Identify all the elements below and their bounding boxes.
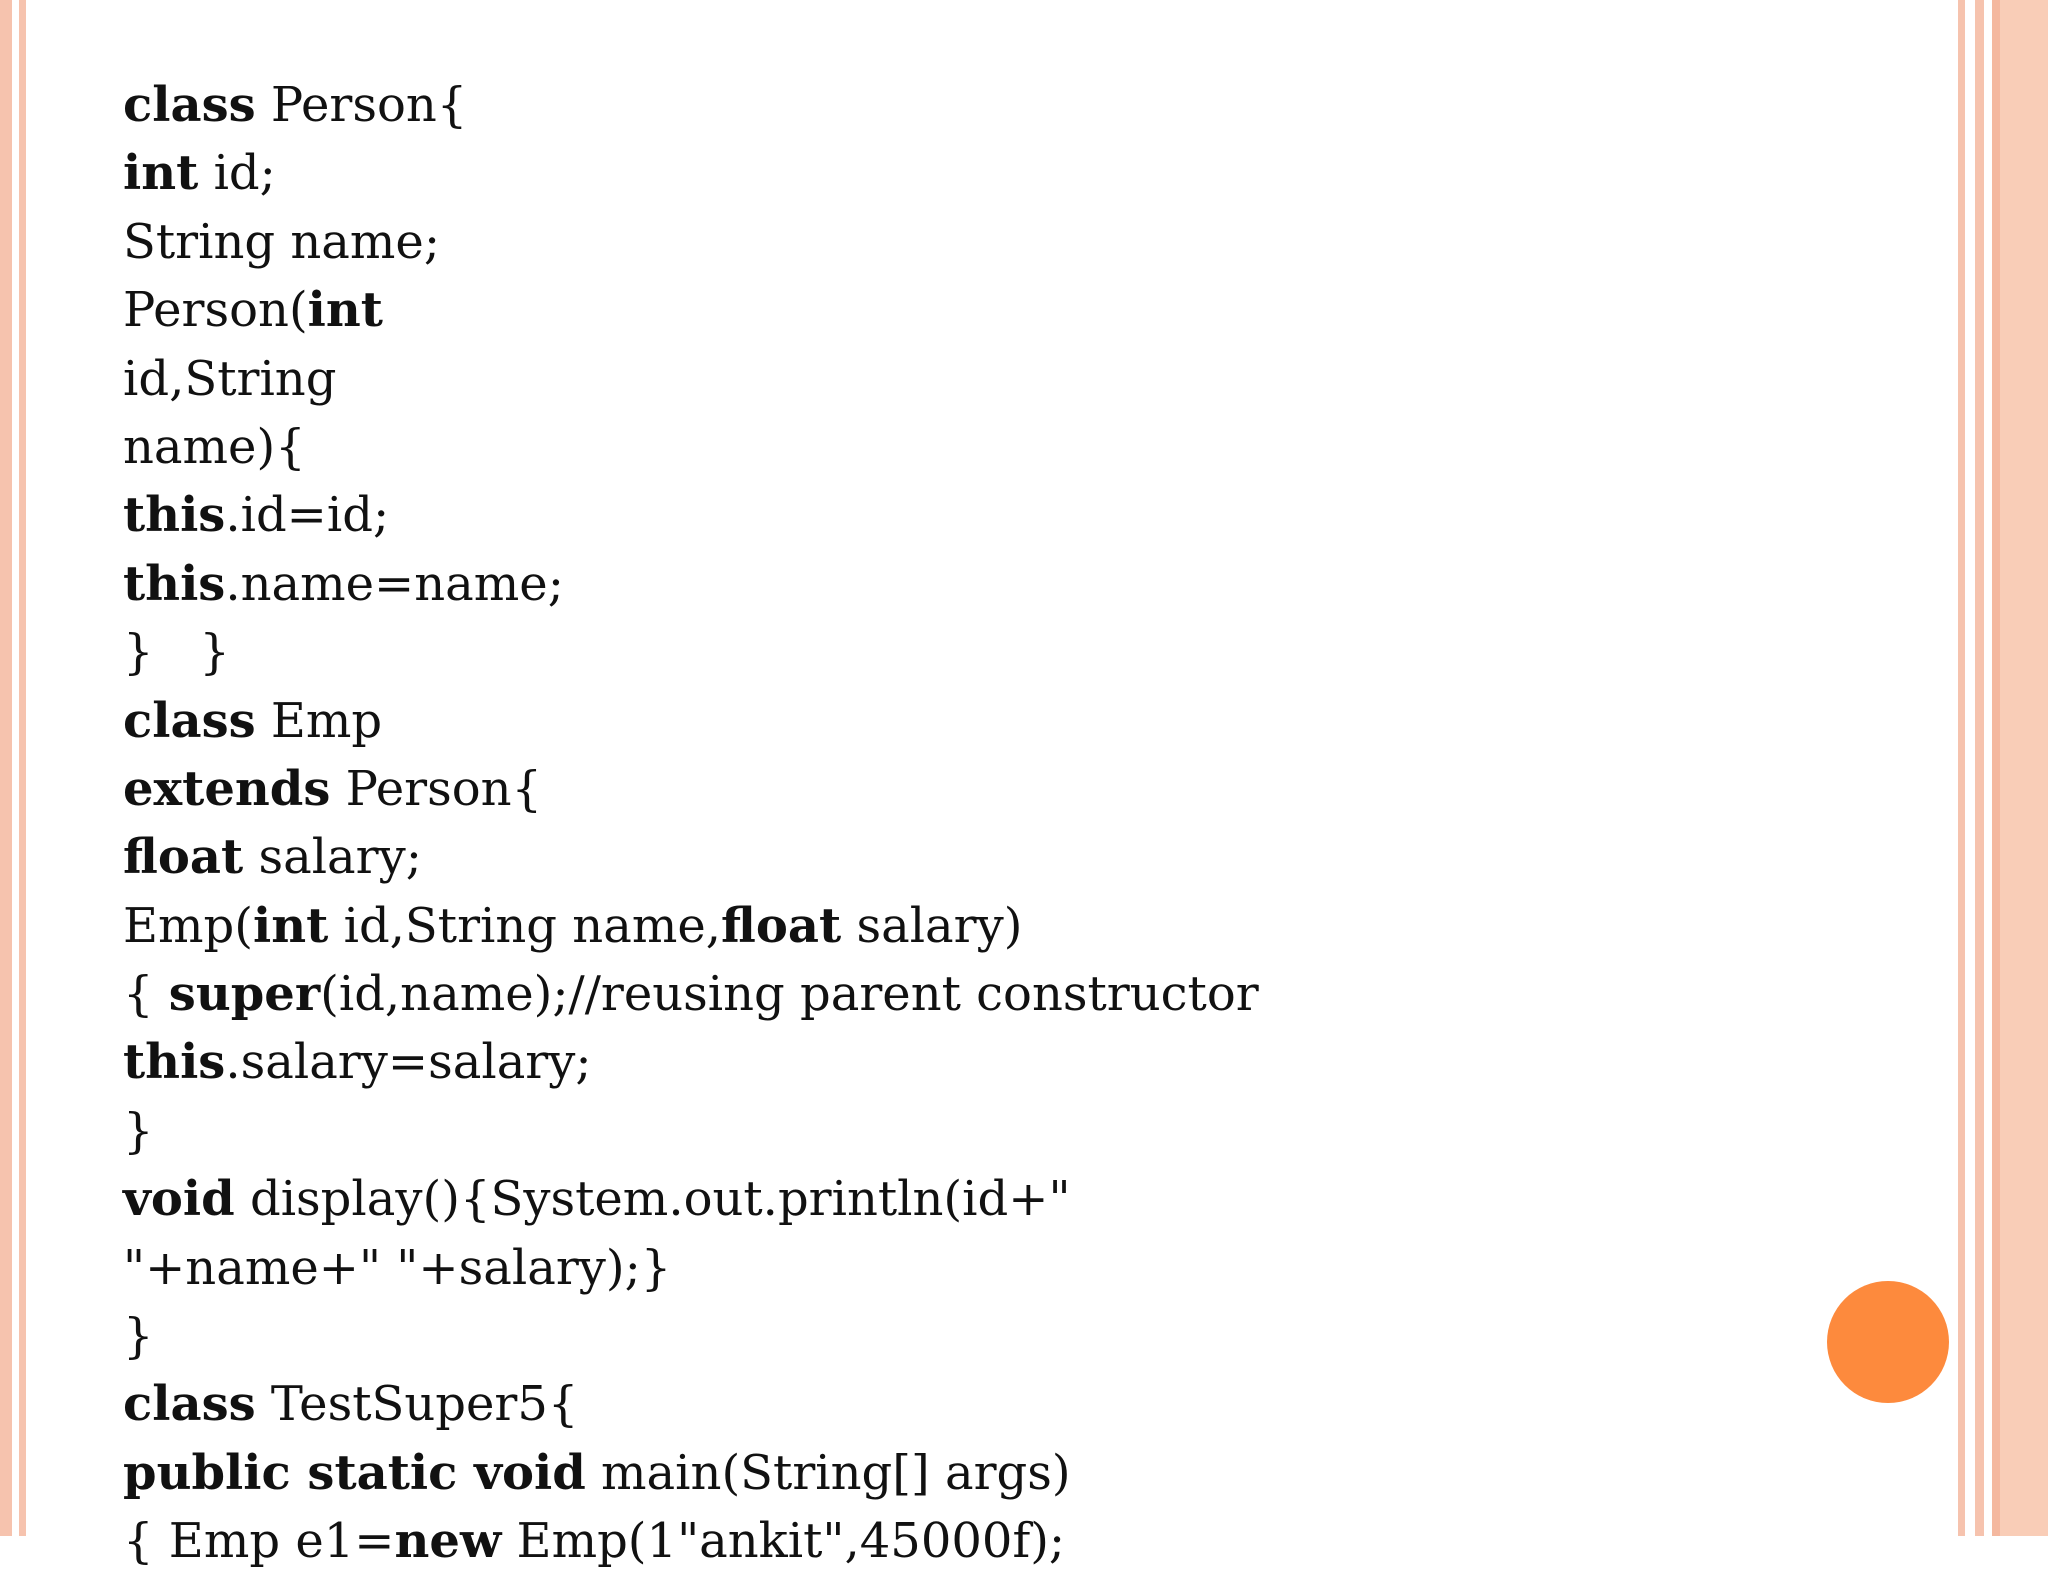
- right-border-stripe-2: [1975, 0, 1984, 1536]
- code-text: (id,name);//reusing parent constructor: [320, 966, 1259, 1023]
- code-text: salary;: [243, 829, 422, 886]
- code-text: "+name+" "+salary);}: [123, 1239, 672, 1296]
- code-text: Person{: [255, 77, 468, 133]
- code-text: Emp: [255, 692, 383, 749]
- code-line: void display(){System.out.println(id+": [123, 1165, 1259, 1233]
- code-keyword: extends: [123, 760, 331, 817]
- code-line: public static void main(String[] args): [123, 1439, 1259, 1507]
- code-line: Person(int: [123, 276, 1259, 344]
- code-keyword: class: [123, 1376, 256, 1433]
- right-border-stripe-1: [1958, 0, 1965, 1536]
- code-line: id,String: [123, 345, 1259, 413]
- code-text: String name;: [123, 213, 440, 270]
- code-keyword: this: [123, 555, 226, 612]
- code-text: } }: [123, 624, 230, 681]
- code-keyword: this: [123, 1034, 226, 1091]
- code-text: .id=id;: [225, 487, 390, 544]
- code-keyword: int: [123, 145, 199, 202]
- code-text: { Emp e1=: [123, 1513, 395, 1570]
- code-line: } }: [123, 618, 1259, 686]
- code-line: this.salary=salary;: [123, 1028, 1259, 1096]
- code-text: TestSuper5{: [255, 1376, 579, 1433]
- right-border-band-edge: [1992, 0, 2000, 1536]
- code-line: name){: [123, 413, 1259, 481]
- code-line: Emp(int id,String name,float salary): [123, 892, 1259, 960]
- left-border-inner: [19, 0, 26, 1536]
- code-line: extends Person{: [123, 755, 1259, 823]
- code-keyword: class: [123, 692, 256, 749]
- right-border-band: [1992, 0, 2048, 1536]
- code-text: Person{: [330, 760, 543, 817]
- code-line: class Person{: [123, 71, 1259, 139]
- code-text: display(){System.out.println(id+": [234, 1171, 1071, 1228]
- code-text: .salary=salary;: [225, 1034, 592, 1091]
- code-keyword: this: [123, 487, 226, 544]
- code-keyword: void: [123, 1171, 235, 1228]
- accent-circle: [1827, 1281, 1949, 1403]
- code-keyword: float: [123, 829, 244, 886]
- code-line: "+name+" "+salary);}: [123, 1234, 1259, 1302]
- code-line: int id;: [123, 139, 1259, 207]
- code-keyword: int: [307, 282, 383, 339]
- code-text: id,String: [123, 350, 337, 407]
- code-keyword: float: [721, 897, 842, 954]
- code-text: }: [123, 1102, 154, 1159]
- code-listing: class Person{int id;String name;Person(i…: [123, 71, 1259, 1576]
- code-text: .name=name;: [225, 555, 564, 612]
- code-text: id;: [198, 145, 276, 202]
- code-text: main(String[] args): [585, 1444, 1071, 1501]
- code-line: class Emp: [123, 687, 1259, 755]
- code-line: }: [123, 1097, 1259, 1165]
- code-line: String name;: [123, 208, 1259, 276]
- left-border-outer: [0, 0, 12, 1536]
- code-line: this.name=name;: [123, 550, 1259, 618]
- code-text: Person(: [123, 282, 308, 339]
- code-text: {: [123, 966, 169, 1023]
- code-text: salary): [841, 897, 1023, 954]
- code-keyword: super: [168, 966, 321, 1023]
- code-line: }: [123, 1302, 1259, 1370]
- code-line: this.id=id;: [123, 481, 1259, 549]
- code-keyword: public static void: [123, 1444, 586, 1501]
- code-text: name){: [123, 418, 306, 475]
- code-line: float salary;: [123, 823, 1259, 891]
- code-keyword: int: [253, 897, 329, 954]
- code-text: Emp(1"ankit",45000f);: [501, 1513, 1066, 1570]
- code-line: { super(id,name);//reusing parent constr…: [123, 960, 1259, 1028]
- code-line: class TestSuper5{: [123, 1370, 1259, 1438]
- code-line: { Emp e1=new Emp(1"ankit",45000f);: [123, 1507, 1259, 1575]
- code-text: Emp(: [123, 897, 254, 954]
- code-text: id,String name,: [328, 897, 721, 954]
- code-text: }: [123, 1308, 154, 1365]
- code-keyword: new: [394, 1513, 502, 1570]
- code-keyword: class: [123, 77, 256, 133]
